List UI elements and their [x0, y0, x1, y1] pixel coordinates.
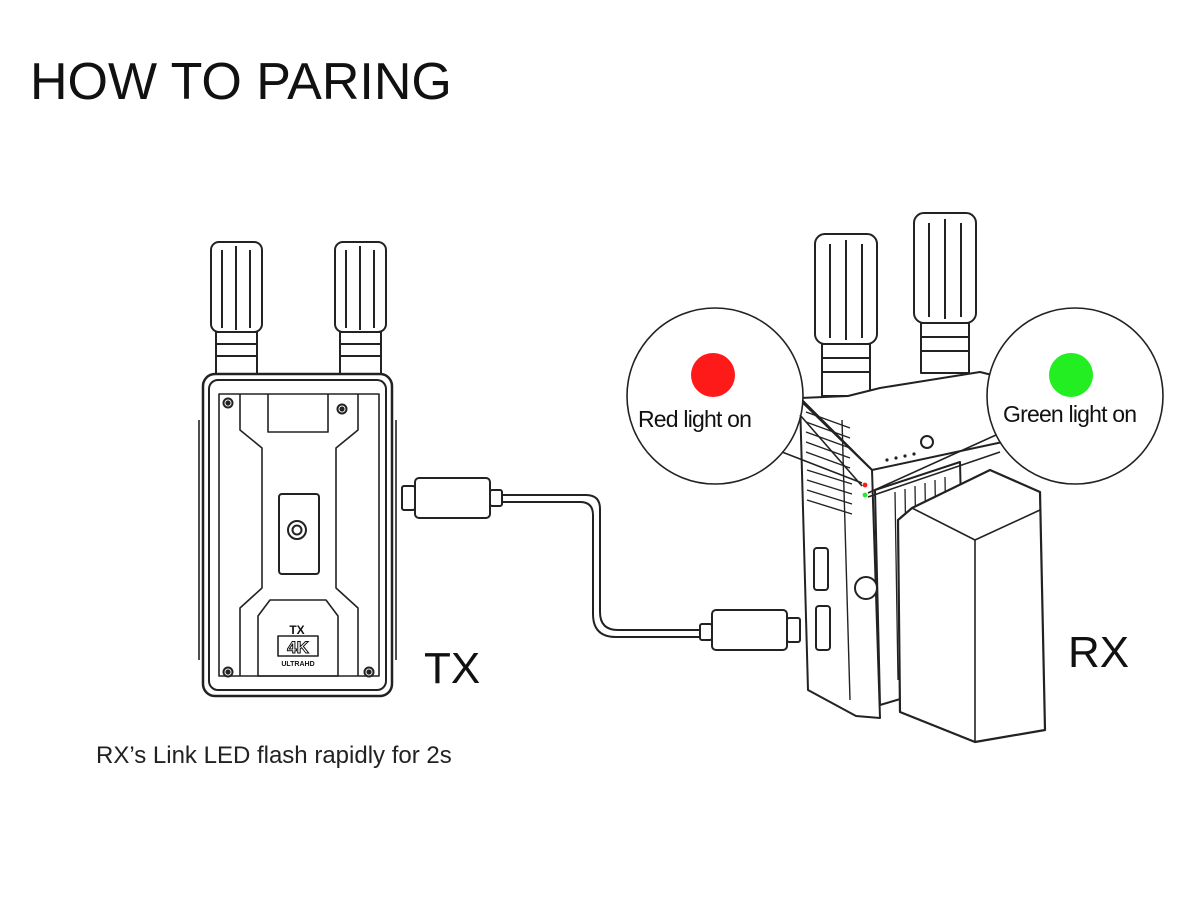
- tx-device: [198, 241, 397, 698]
- rx-antenna-right: [913, 212, 977, 374]
- tx-antenna-left: [210, 241, 263, 375]
- rx-device: [799, 212, 1047, 744]
- rx-antenna-left: [814, 233, 878, 397]
- tx-badge-label: TX: [289, 623, 304, 637]
- usb-c-cable: [401, 477, 801, 651]
- tx-badge-4k: 4K: [287, 638, 309, 657]
- tx-badge-ultrahd: ULTRAHD: [281, 661, 314, 668]
- rx-label: RX: [1068, 628, 1130, 677]
- green-led-indicator: [1049, 353, 1093, 397]
- tx-antenna-right: [334, 241, 387, 375]
- red-led-indicator: [691, 353, 735, 397]
- instruction-caption: RX’s Link LED flash rapidly for 2s: [96, 742, 452, 769]
- page-title: HOW TO PARING: [30, 53, 452, 111]
- red-light-label: Red light on: [638, 406, 752, 432]
- tx-label: TX: [424, 644, 481, 693]
- green-light-label: Green light on: [1003, 401, 1137, 427]
